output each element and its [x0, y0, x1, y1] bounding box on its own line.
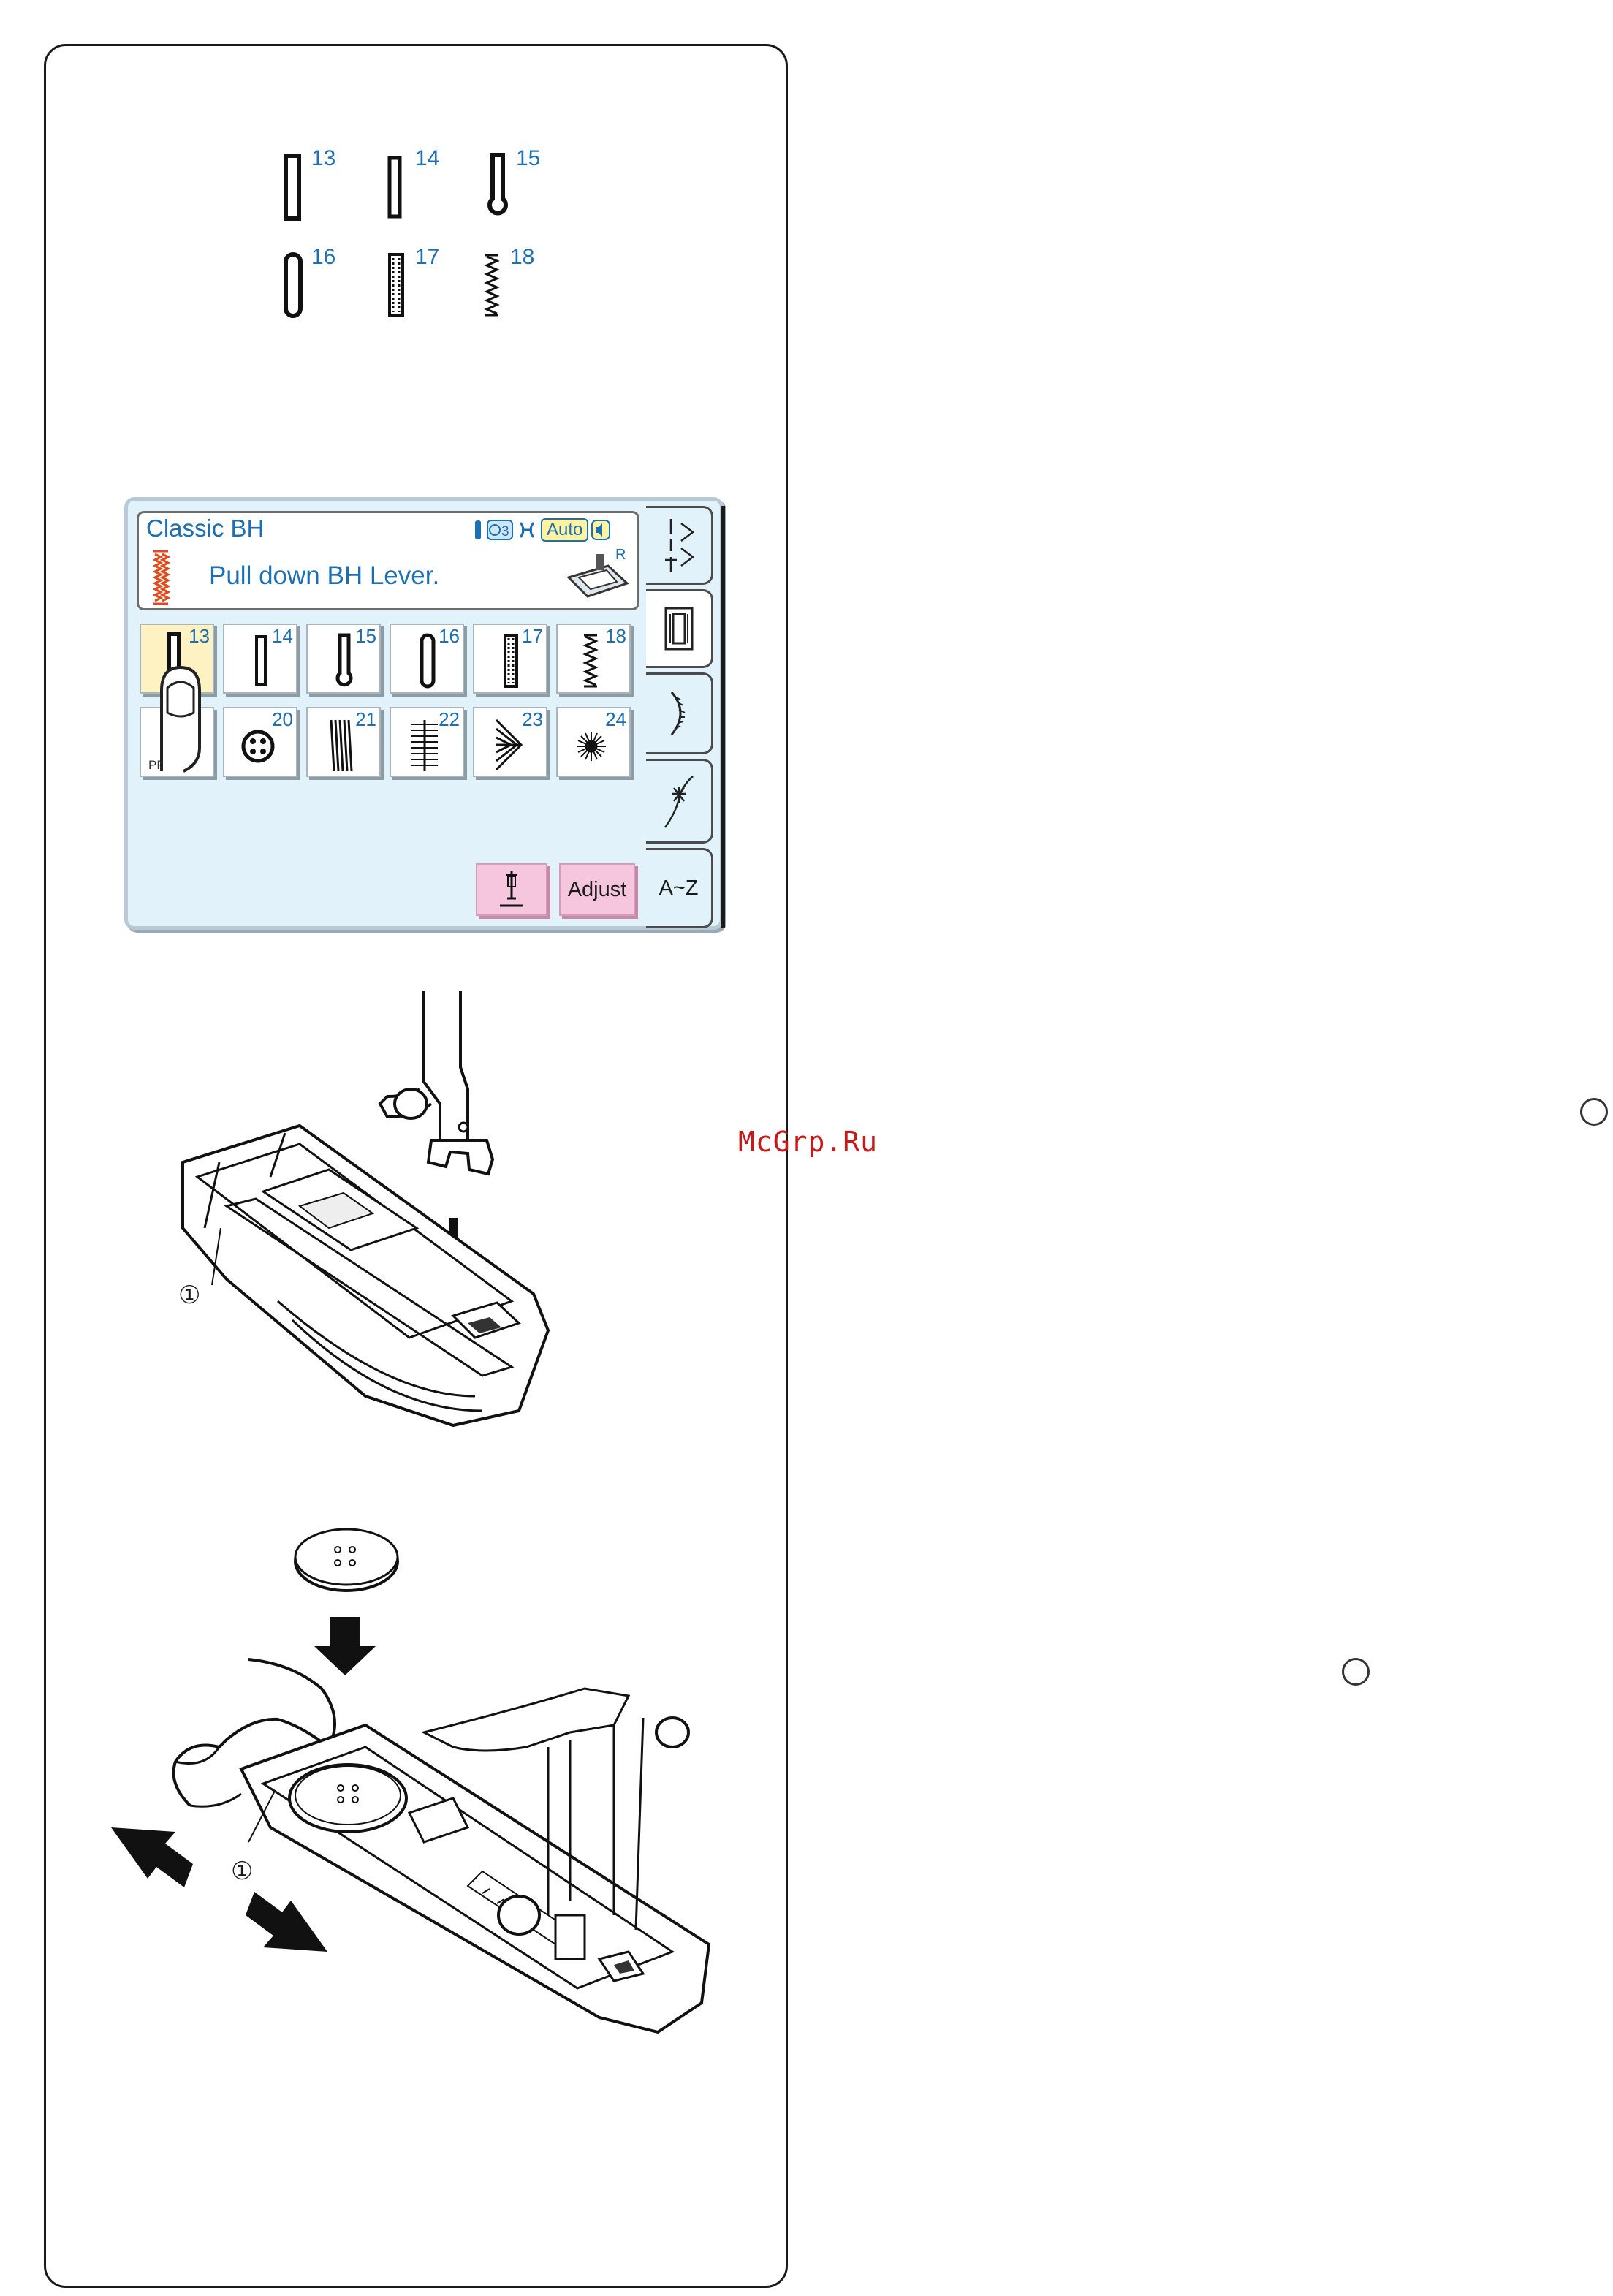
legend-item-17: 17 [387, 252, 475, 333]
legend-item-14: 14 [387, 154, 475, 234]
callout-1: ① [178, 1281, 200, 1310]
screen-message: Pull down BH Lever. [209, 561, 439, 591]
callout-2: ① [231, 1857, 253, 1886]
foot-label: R [615, 547, 626, 564]
pattern-20-button[interactable]: 20 [223, 707, 297, 777]
pattern-number: 21 [355, 708, 376, 731]
narrow-square-buttonhole-icon [387, 154, 409, 219]
finger-pointer-icon [154, 662, 213, 771]
pattern-16-button[interactable]: 16 [390, 624, 464, 694]
pattern-23-button[interactable]: 23 [473, 707, 547, 777]
auto-badge: Auto [541, 518, 588, 542]
tab-buttonhole[interactable] [646, 589, 713, 668]
tab-letters-label: A~Z [659, 876, 699, 901]
pattern-17-button[interactable]: 17 [473, 624, 547, 694]
pattern-22-button[interactable]: 22 [390, 707, 464, 777]
pattern-number: 15 [355, 625, 376, 648]
adjust-button[interactable]: Adjust [559, 863, 635, 916]
tension-icon [516, 520, 538, 540]
legend-number: 14 [415, 146, 439, 171]
decorative-stitch-icon [661, 772, 697, 830]
legend-item-16: 16 [284, 252, 371, 333]
legend-item-15: 15 [488, 154, 576, 234]
buttonhole-foot-r-icon [564, 551, 637, 602]
screen-title: Classic BH [146, 515, 264, 542]
needle-up-down-icon [494, 869, 529, 910]
eyelet-star-icon [574, 729, 610, 765]
tab-bar-edge [721, 506, 725, 928]
tab-utility[interactable] [646, 506, 713, 585]
pattern-24-button[interactable]: 24 [556, 707, 631, 777]
lcd-screen: Classic BH 3 Auto R [124, 497, 724, 930]
square-buttonhole-icon [284, 154, 305, 219]
button-sewing-icon [240, 729, 277, 765]
pattern-number: 18 [605, 625, 626, 648]
sound-icon[interactable] [591, 520, 610, 540]
pattern-number: 20 [272, 708, 293, 731]
current-pattern-icon [151, 548, 172, 607]
legend-number: 17 [415, 245, 439, 270]
message-box: Classic BH 3 Auto R [137, 511, 639, 610]
pattern-number: 17 [522, 625, 543, 648]
needle-position-button[interactable] [476, 863, 547, 916]
satin-stitch-icon [664, 688, 694, 739]
pattern-number: 16 [439, 625, 460, 648]
keyhole-buttonhole-icon [488, 154, 510, 219]
pattern-14-button[interactable]: 14 [223, 624, 297, 694]
button-placement-illustration [102, 1506, 760, 2061]
tab-satin[interactable] [646, 672, 713, 754]
pattern-number: 24 [605, 708, 626, 731]
buttonhole-tab-icon [663, 605, 695, 652]
pattern-number: 22 [439, 708, 460, 731]
pattern-18-button[interactable]: 18 [556, 624, 631, 694]
pattern-15-button[interactable]: 15 [306, 624, 381, 694]
pattern-number: 23 [522, 708, 543, 731]
legend-number: 18 [510, 245, 534, 270]
pattern-number: 14 [272, 625, 293, 648]
legend-item-13: 13 [284, 154, 371, 234]
needle-icon [472, 519, 484, 541]
legend-number: 15 [516, 146, 540, 171]
utility-stitch-icon [661, 516, 697, 575]
zigzag-buttonhole-icon [580, 632, 609, 691]
status-bar: 3 Auto [472, 518, 610, 542]
pattern-21-button[interactable]: 21 [306, 707, 381, 777]
pattern-number: 13 [189, 625, 210, 648]
circle-mark [1342, 1658, 1370, 1686]
buttonhole-foot-attach-illustration [168, 987, 636, 1440]
circle-mark [1580, 1098, 1608, 1126]
round-end-buttonhole-icon [284, 252, 305, 318]
legend-item-18: 18 [482, 252, 570, 333]
watermark: McGrp.Ru [738, 1126, 878, 1158]
adjust-label: Adjust [568, 878, 627, 902]
tab-decorative[interactable] [646, 759, 713, 844]
zigzag-buttonhole-icon [482, 252, 504, 318]
status-count: 3 [501, 524, 509, 539]
tab-letters[interactable]: A~Z [646, 848, 713, 928]
buttonhole-legend: 13 14 15 16 17 18 [0, 0, 804, 365]
stretch-buttonhole-icon [387, 252, 409, 318]
bobbin-count-icon: 3 [487, 520, 513, 540]
legend-number: 16 [311, 245, 335, 270]
legend-number: 13 [311, 146, 335, 171]
